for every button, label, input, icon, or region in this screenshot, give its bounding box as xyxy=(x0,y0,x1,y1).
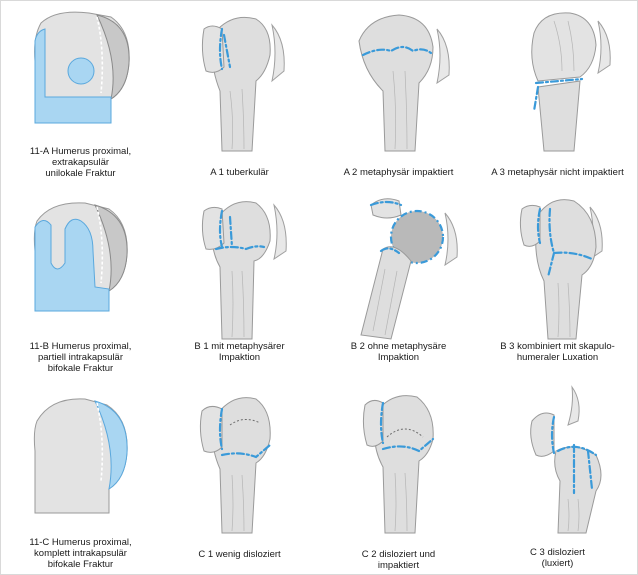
caption-b1: B 1 mit metaphysärer Impaktion xyxy=(160,341,319,363)
caption-a3: A 3 metaphysär nicht impaktiert xyxy=(478,167,637,178)
cell-11a: 11-A Humerus proximal, extrakapsulär uni… xyxy=(1,1,160,191)
illustration-a3 xyxy=(478,1,637,161)
illustration-c3 xyxy=(478,381,637,541)
cell-11b: 11-B Humerus proximal, partiell intrakap… xyxy=(1,191,160,381)
cell-c2: C 2 disloziert und impaktiert xyxy=(319,381,478,574)
caption-a2: A 2 metaphysär impaktiert xyxy=(319,167,478,178)
illustration-b1 xyxy=(160,191,319,341)
caption-b2: B 2 ohne metaphysäre Impaktion xyxy=(319,341,478,363)
caption-b3: B 3 kombiniert mit skapulo- humeraler Lu… xyxy=(478,341,637,363)
illustration-c2 xyxy=(319,381,478,541)
caption-c2: C 2 disloziert und impaktiert xyxy=(319,549,478,571)
cell-a2: A 2 metaphysär impaktiert xyxy=(319,1,478,191)
cell-b2: B 2 ohne metaphysäre Impaktion xyxy=(319,191,478,381)
illustration-a1 xyxy=(160,1,319,161)
cell-b3: B 3 kombiniert mit skapulo- humeraler Lu… xyxy=(478,191,637,381)
cell-c1: C 1 wenig disloziert xyxy=(160,381,319,574)
caption-11c: 11-C Humerus proximal, komplett intrakap… xyxy=(1,537,160,570)
illustration-b3 xyxy=(478,191,637,341)
caption-a1: A 1 tuberkulär xyxy=(160,167,319,178)
illustration-11a xyxy=(1,1,160,146)
caption-11b: 11-B Humerus proximal, partiell intrakap… xyxy=(1,341,160,374)
caption-c3: C 3 disloziert (luxiert) xyxy=(478,547,637,569)
tubercle-zone xyxy=(68,58,94,84)
caption-11a: 11-A Humerus proximal, extrakapsulär uni… xyxy=(1,146,160,179)
cell-a1: A 1 tuberkulär xyxy=(160,1,319,191)
cell-11c: 11-C Humerus proximal, komplett intrakap… xyxy=(1,381,160,574)
illustration-11b xyxy=(1,191,160,321)
caption-c1: C 1 wenig disloziert xyxy=(160,549,319,560)
illustration-11c xyxy=(1,381,160,531)
illustration-c1 xyxy=(160,381,319,541)
cell-b1: B 1 mit metaphysärer Impaktion xyxy=(160,191,319,381)
cell-a3: A 3 metaphysär nicht impaktiert xyxy=(478,1,637,191)
cell-c3: C 3 disloziert (luxiert) xyxy=(478,381,637,574)
illustration-b2 xyxy=(319,191,478,341)
illustration-a2 xyxy=(319,1,478,161)
